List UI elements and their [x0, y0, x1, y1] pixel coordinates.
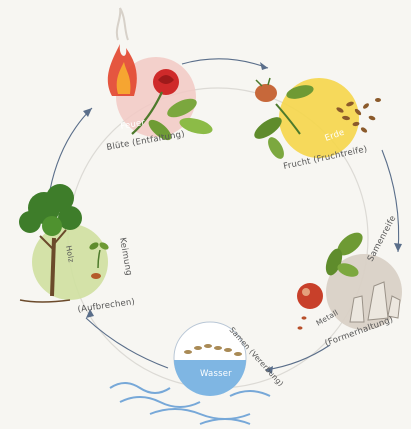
- fruit-icon: [297, 283, 323, 309]
- arrow-feuer-to-erde: [182, 59, 268, 68]
- arrow-holz-to-feuer: [50, 108, 92, 190]
- leaf-icon: [265, 135, 287, 162]
- holz-caption: Keimung: [117, 237, 134, 277]
- seed-icon: [91, 273, 101, 279]
- rosehip-icon: [255, 84, 277, 102]
- stage-erde: Erde Frucht (Fruchtreife): [251, 78, 381, 172]
- smoke-icon: [117, 8, 128, 40]
- arrow-wasser-to-holz: [86, 318, 168, 368]
- tree-trunk-icon: [52, 238, 54, 296]
- tree-crown-icon: [19, 184, 82, 236]
- wasser-element-label: Wasser: [200, 369, 232, 379]
- stage-wasser: Wasser Samen (Vererbung): [110, 322, 285, 424]
- stage-feuer: Feuer Blüte (Entfaltung): [106, 8, 214, 153]
- metall-element-label: Metall: [315, 308, 340, 328]
- falling-seeds-icon: [298, 316, 307, 329]
- stage-holz: Holz Keimung (Aufbrechen): [19, 184, 136, 315]
- metall-caption: Samenreife: [366, 214, 399, 263]
- stage-metall: Samenreife Metall (Formerhaltung): [297, 214, 402, 349]
- holz-caption-2: (Aufbrechen): [77, 297, 136, 315]
- arrow-metall-to-wasser: [265, 345, 330, 370]
